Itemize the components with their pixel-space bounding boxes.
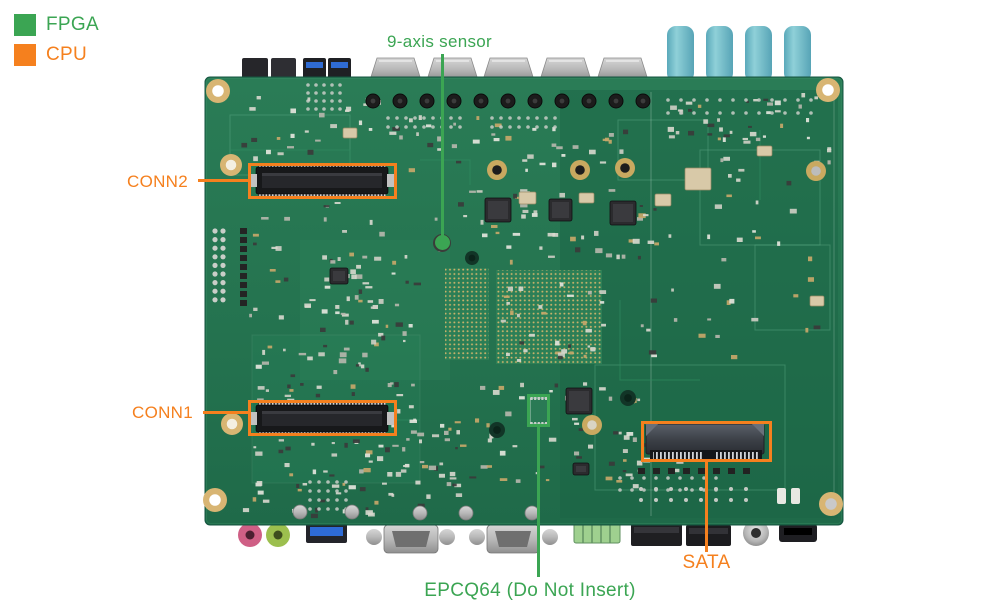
component-texture — [241, 83, 832, 519]
annotation-label-conn2: CONN2 — [127, 172, 189, 191]
annotation-label-9-axis-sensor: 9-axis sensor — [387, 32, 492, 51]
annotation-line-sata — [705, 462, 708, 552]
annotation-box-epcq64 — [527, 394, 550, 427]
annotation-line-conn2 — [198, 179, 248, 182]
cpu-swatch — [14, 44, 36, 66]
bottom-io-connectors — [238, 520, 817, 554]
fpga-swatch — [14, 14, 36, 36]
antenna-caps — [667, 26, 811, 82]
legend-label-fpga: FPGA — [46, 14, 99, 35]
annotation-label-epcq64: EPCQ64 (Do Not Insert) — [424, 580, 636, 601]
vga-connector-1 — [366, 524, 455, 554]
annotation-dot-9-axis-sensor — [435, 235, 450, 250]
mounting-holes — [203, 78, 843, 516]
conn2-connector — [250, 164, 394, 197]
annotation-label-sata: SATA — [682, 552, 731, 573]
annotation-box-conn1 — [248, 400, 397, 436]
annotation-line-conn1 — [203, 411, 248, 414]
legend-label-cpu: CPU — [46, 44, 88, 65]
annotation-box-conn2 — [248, 163, 397, 199]
annotation-line-9-axis-sensor — [441, 54, 444, 236]
conn1-connector — [250, 402, 394, 435]
annotation-label-conn1: CONN1 — [132, 403, 194, 422]
screws-and-pads — [212, 93, 800, 521]
chips — [329, 127, 825, 476]
top-io-connectors — [242, 26, 811, 82]
annotation-line-epcq64 — [537, 427, 540, 577]
vga-connector-2 — [469, 524, 558, 554]
annotation-box-sata — [641, 421, 772, 462]
